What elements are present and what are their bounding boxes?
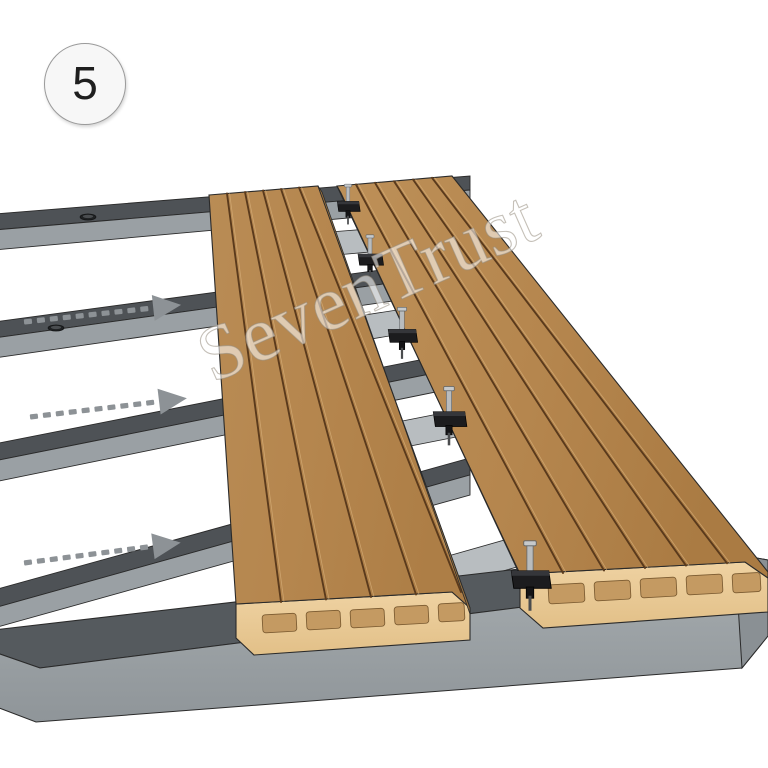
board-grooves <box>355 176 728 574</box>
board-hollow-chambers <box>261 602 466 634</box>
deck-board-right <box>336 175 768 629</box>
step-number: 5 <box>72 57 98 109</box>
deck-board-left <box>208 185 471 656</box>
board-right-edge <box>317 185 471 615</box>
board-hollow-chambers <box>547 572 762 605</box>
step-badge: 5 <box>44 43 126 125</box>
board-grooves <box>226 186 462 603</box>
